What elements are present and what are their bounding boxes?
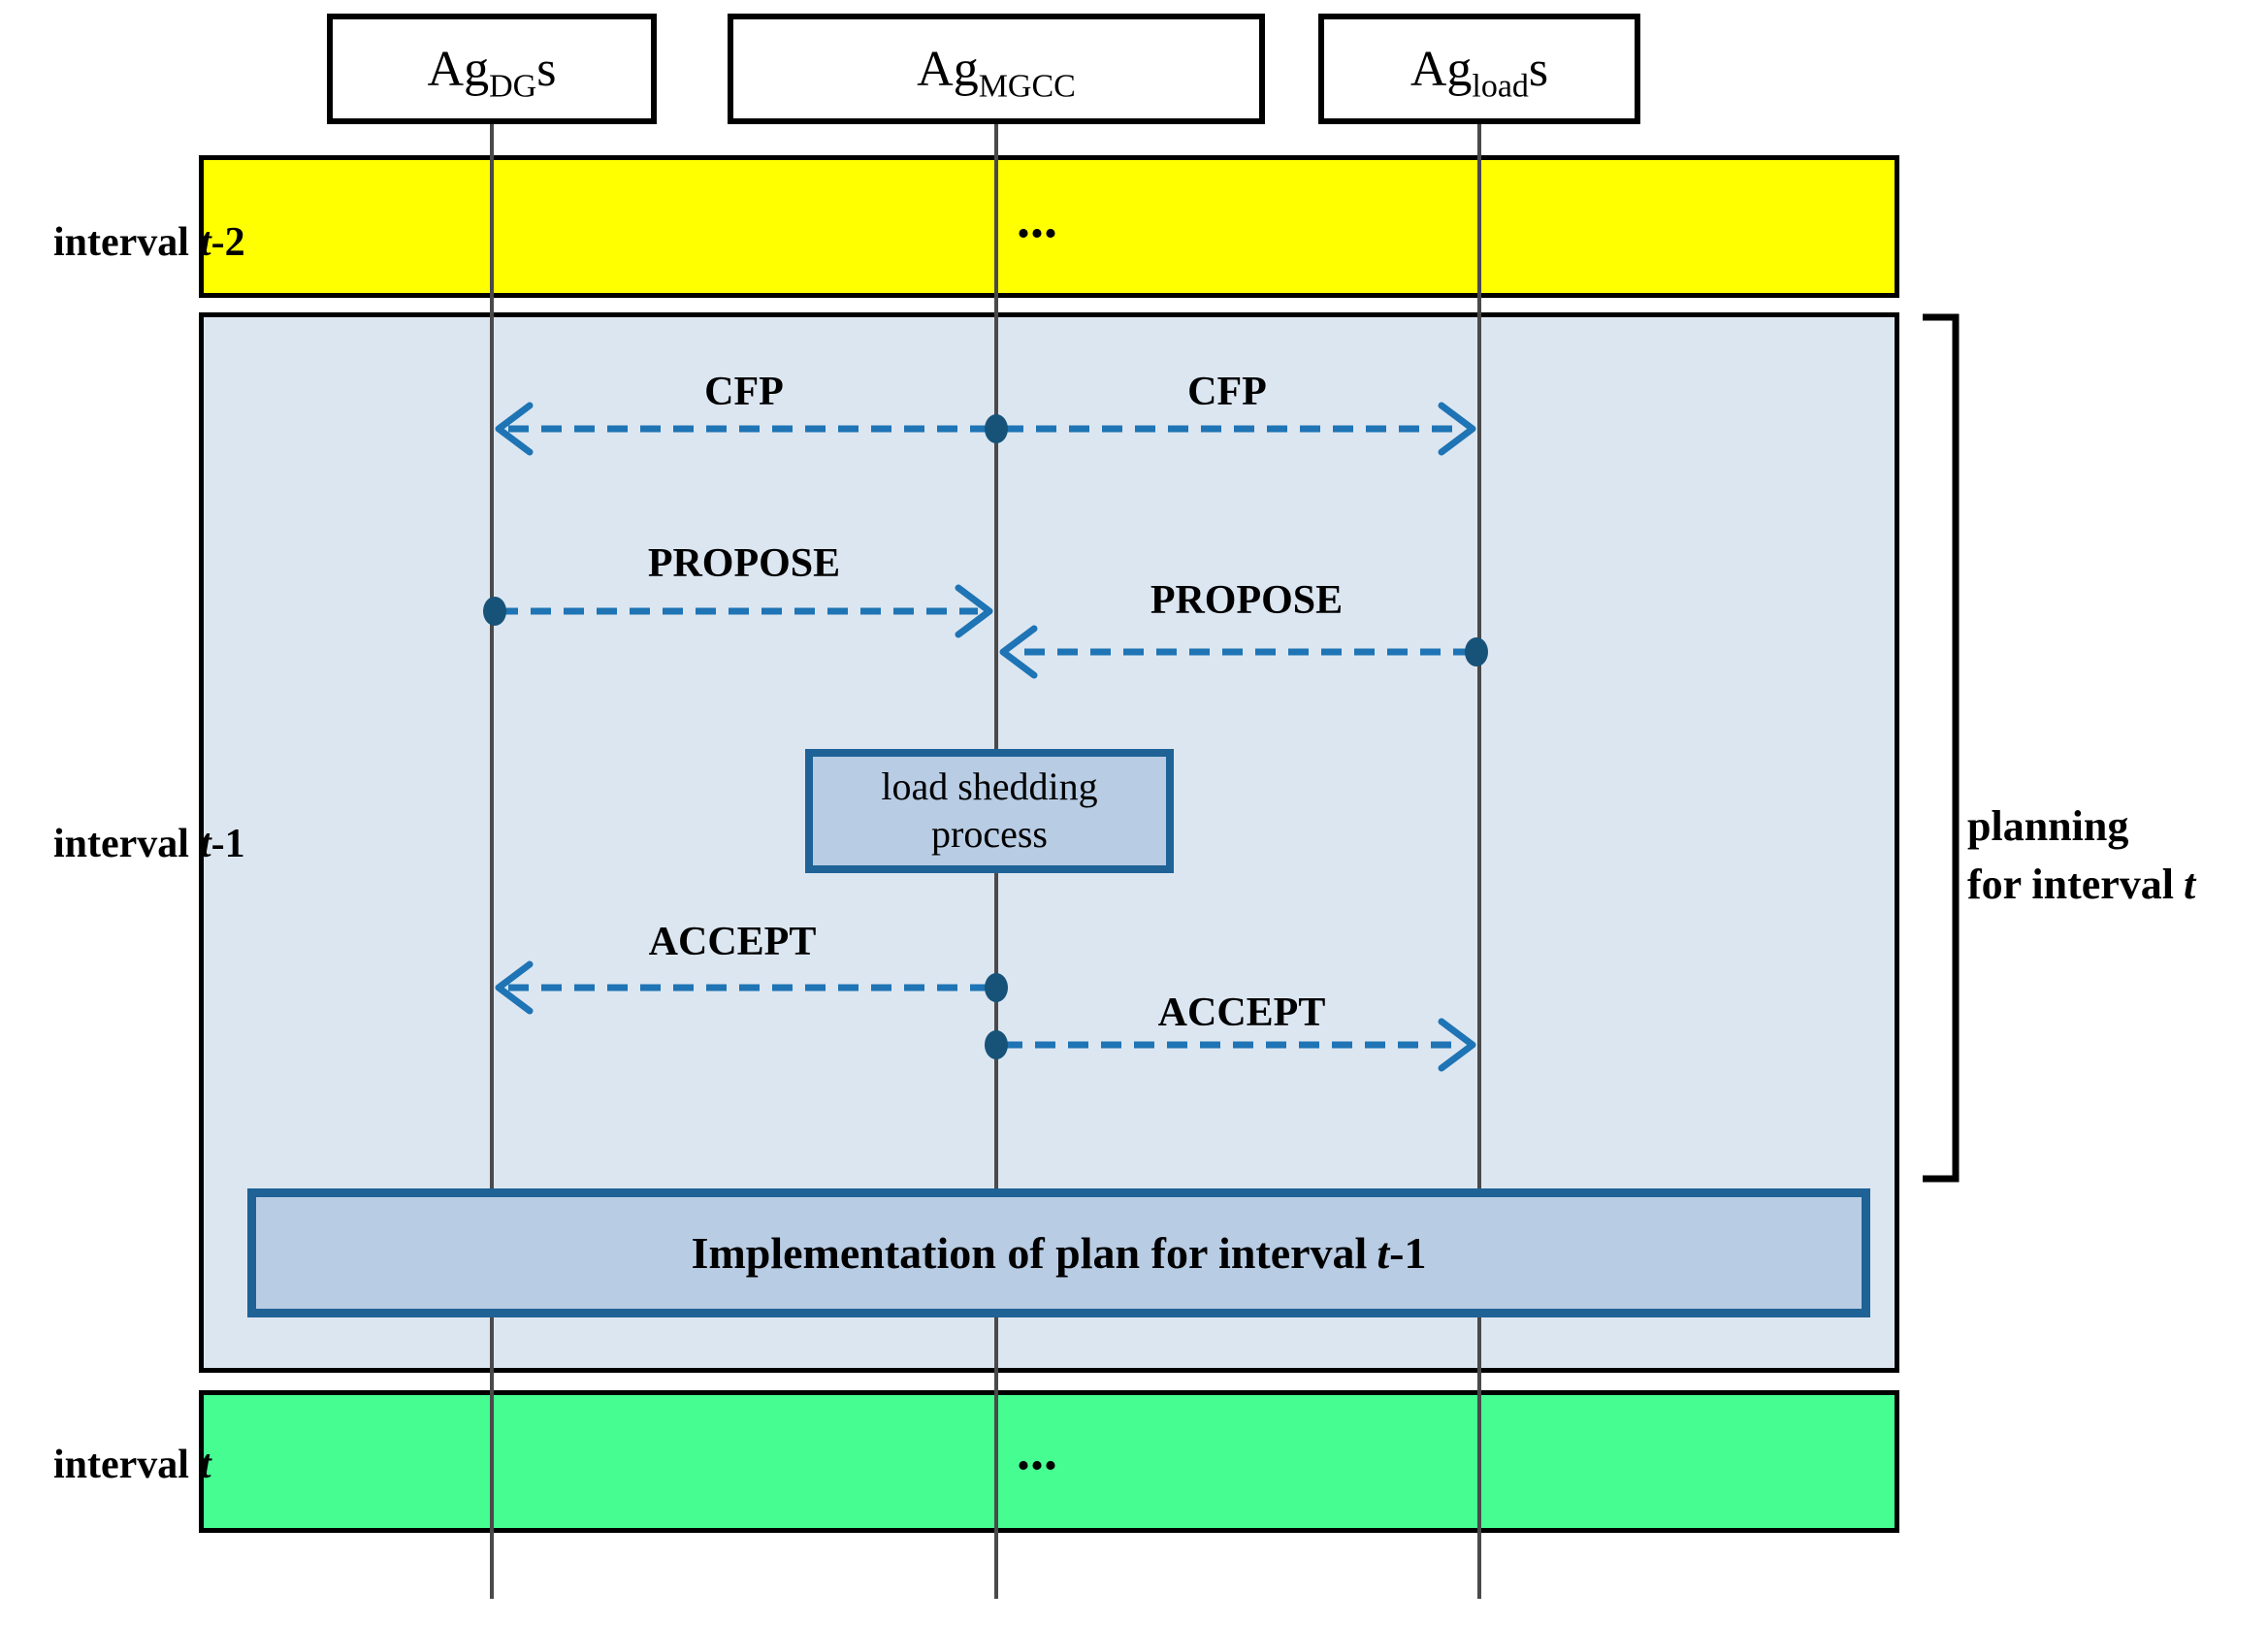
propose-right-label: PROPOSE: [1150, 578, 1344, 623]
cfp-arrowhead-right: [1438, 402, 1476, 456]
planning-bracket: [1923, 313, 1960, 1183]
interval-t-ellipsis: ...: [1017, 1421, 1057, 1481]
agent-box-loads: Agloads: [1318, 14, 1640, 124]
agent-box-dgs: AgDGs: [327, 14, 657, 124]
accept-left-label: ACCEPT: [648, 920, 817, 964]
propose-left-origin-dot: [483, 597, 506, 626]
cfp-origin-dot: [985, 414, 1008, 443]
propose-right-arrowhead: [999, 625, 1038, 679]
interval-t2-ellipsis: ...: [1017, 189, 1057, 249]
process-box-line2: process: [931, 812, 1048, 856]
agent-dgs-label: AgDGs: [427, 41, 557, 104]
interval-t2-band: [199, 155, 1899, 298]
cfp-left-label: CFP: [704, 370, 784, 414]
load-shedding-process-box: load shedding process: [805, 749, 1174, 873]
propose-left-label: PROPOSE: [647, 541, 841, 586]
agent-mgcc-label: AgMGCC: [917, 41, 1076, 104]
process-box-line1: load shedding: [881, 764, 1098, 809]
propose-right-origin-dot: [1465, 637, 1488, 666]
accept-left-arrowhead: [495, 960, 534, 1015]
interval-t-band: [199, 1390, 1899, 1533]
accept-left-origin-dot: [985, 973, 1008, 1002]
cfp-arrowhead-left: [495, 402, 534, 456]
propose-left-arrowhead: [955, 584, 993, 638]
cfp-right-label: CFP: [1187, 370, 1267, 414]
agent-box-mgcc: AgMGCC: [728, 14, 1265, 124]
accept-right-origin-dot: [985, 1030, 1008, 1059]
accept-right-label: ACCEPT: [1157, 991, 1326, 1035]
agent-loads-label: Agloads: [1409, 41, 1549, 104]
accept-right-arrowhead: [1438, 1018, 1476, 1072]
